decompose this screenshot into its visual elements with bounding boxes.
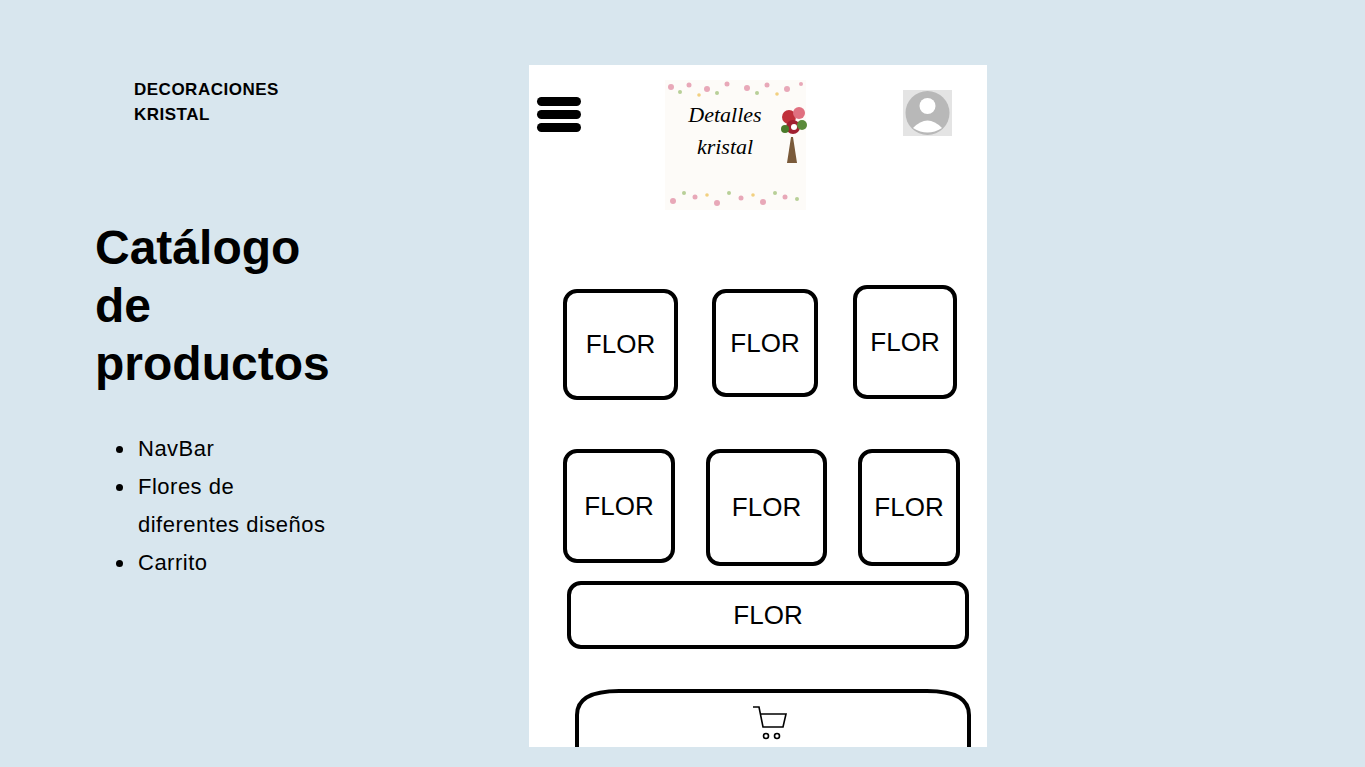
- bouquet-icon: [781, 107, 807, 163]
- product-box: FLOR: [563, 449, 675, 563]
- phone-frame: Detalles kristalFLOR FLOR FLOR FLOR FLOR FLOR…: [529, 65, 987, 747]
- avatar-icon: [903, 90, 952, 136]
- bullet-item: NavBar: [138, 430, 338, 468]
- product-label: FLOR: [584, 491, 653, 522]
- product-label: FLOR: [730, 328, 799, 359]
- brand-name: DECORACIONES KRISTAL: [134, 77, 324, 127]
- bullet-item: Flores de diferentes diseños: [138, 468, 338, 544]
- product-box: FLOR: [853, 285, 957, 399]
- hamburger-icon: [537, 97, 581, 132]
- logo-text: Detalles kristal: [675, 99, 775, 163]
- cart-button: [577, 691, 969, 747]
- product-box: FLOR: [706, 449, 827, 566]
- product-label: FLOR: [732, 492, 801, 523]
- logo-image: [665, 80, 807, 210]
- product-label: FLOR: [870, 327, 939, 358]
- product-box: FLOR: [712, 289, 818, 397]
- bullet-dot: [116, 484, 123, 491]
- bullet-dot: [116, 446, 123, 453]
- product-box: FLOR: [858, 449, 960, 566]
- product-box: FLOR: [567, 581, 969, 649]
- bullet-dot: [116, 560, 123, 567]
- product-label: FLOR: [874, 492, 943, 523]
- cart-icon: [753, 707, 786, 739]
- product-label: FLOR: [586, 329, 655, 360]
- bullet-item: Carrito: [138, 544, 338, 582]
- product-box: FLOR: [563, 289, 678, 400]
- product-label: FLOR: [733, 600, 802, 631]
- slide-title: Catálogo de productos: [95, 219, 367, 393]
